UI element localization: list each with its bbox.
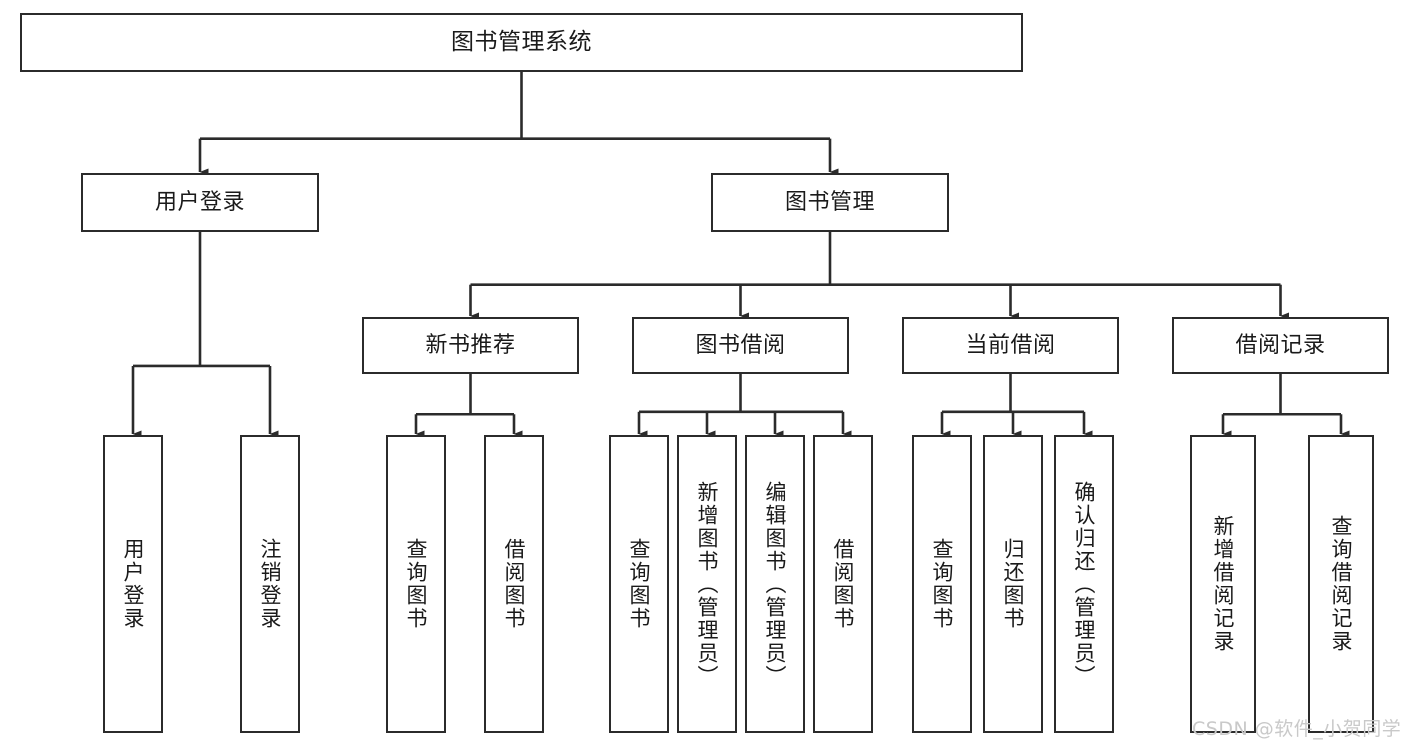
node-current-borrow[interactable]: 当前借阅 (902, 317, 1119, 374)
node-leaf-edit-book[interactable]: 编辑图书（管理员） (745, 435, 805, 733)
node-label: 查询图书 (627, 538, 652, 630)
node-label: 查询图书 (930, 538, 955, 630)
csdn-watermark: CSDN @软件_小贺同学 (1192, 718, 1402, 740)
node-leaf-borrow-book-2[interactable]: 借阅图书 (813, 435, 873, 733)
node-root[interactable]: 图书管理系统 (20, 13, 1023, 72)
node-leaf-query-book-3[interactable]: 查询图书 (912, 435, 972, 733)
node-leaf-logout-login[interactable]: 注销登录 (240, 435, 300, 733)
node-label: 归还图书 (1001, 538, 1026, 630)
node-new-book-recommend[interactable]: 新书推荐 (362, 317, 579, 374)
node-label: 确认归还（管理员） (1072, 480, 1097, 688)
node-leaf-query-book-1[interactable]: 查询图书 (386, 435, 446, 733)
node-label: 图书管理 (784, 189, 875, 215)
node-leaf-borrow-book-1[interactable]: 借阅图书 (484, 435, 544, 733)
node-label: 新增图书（管理员） (695, 480, 720, 688)
node-label: 查询借阅记录 (1329, 515, 1354, 653)
node-label: 用户登录 (121, 538, 146, 630)
node-label: 图书借阅 (695, 332, 786, 358)
node-label: 新增借阅记录 (1211, 515, 1236, 653)
node-label: 新书推荐 (425, 332, 516, 358)
node-leaf-query-borrow-record[interactable]: 查询借阅记录 (1308, 435, 1374, 733)
node-label: 用户登录 (154, 189, 245, 215)
node-leaf-add-book[interactable]: 新增图书（管理员） (677, 435, 737, 733)
node-label: 当前借阅 (965, 332, 1056, 358)
node-label: 编辑图书（管理员） (763, 480, 788, 688)
node-leaf-confirm-return[interactable]: 确认归还（管理员） (1054, 435, 1114, 733)
node-label: 借阅图书 (831, 538, 856, 630)
node-borrow-record[interactable]: 借阅记录 (1172, 317, 1389, 374)
node-label: 图书管理系统 (451, 28, 592, 55)
node-leaf-add-borrow-record[interactable]: 新增借阅记录 (1190, 435, 1256, 733)
node-book-borrow[interactable]: 图书借阅 (632, 317, 849, 374)
node-label: 借阅记录 (1235, 332, 1326, 358)
node-leaf-user-login[interactable]: 用户登录 (103, 435, 163, 733)
node-label: 注销登录 (258, 538, 283, 630)
node-leaf-return-book[interactable]: 归还图书 (983, 435, 1043, 733)
node-label: 查询图书 (404, 538, 429, 630)
node-book-manage[interactable]: 图书管理 (711, 173, 949, 232)
node-user-login[interactable]: 用户登录 (81, 173, 319, 232)
node-label: 借阅图书 (502, 538, 527, 630)
node-leaf-query-book-2[interactable]: 查询图书 (609, 435, 669, 733)
